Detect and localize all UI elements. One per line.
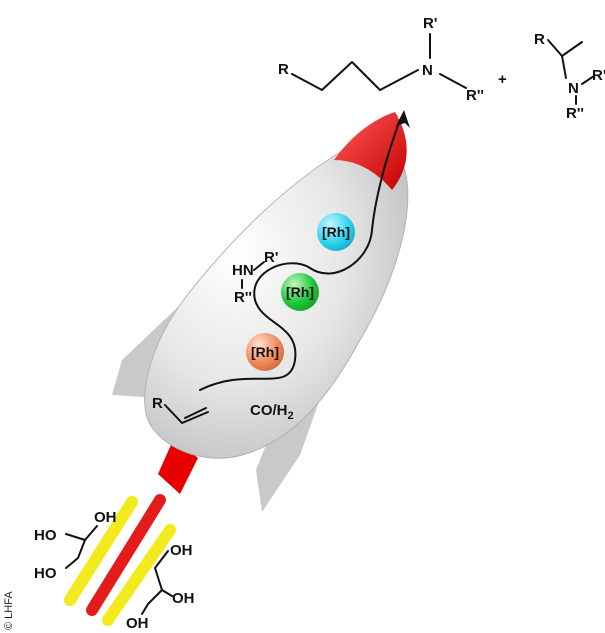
glycerol-left-oh-top: OH bbox=[94, 509, 117, 526]
glycerol-right-oh-top: OH bbox=[170, 542, 193, 559]
plus-sign: + bbox=[498, 71, 507, 88]
product-linear: R N R' R'' bbox=[278, 15, 484, 104]
product-branched-r-double-prime: R'' bbox=[566, 105, 584, 122]
rocket-nose bbox=[334, 112, 407, 190]
amine-hn: HN bbox=[232, 262, 254, 279]
amine-r-double-prime: R'' bbox=[234, 289, 252, 306]
reaction-arrow-path bbox=[199, 119, 401, 391]
flame-yellow-left bbox=[64, 496, 138, 606]
amine-reagent: HN R' R'' bbox=[232, 249, 278, 306]
catalyst-cyan: [Rh] bbox=[317, 213, 355, 251]
catalyst-label: [Rh] bbox=[251, 344, 279, 360]
alkene-r: R bbox=[152, 395, 163, 412]
glycerol-left-ho-mid: HO bbox=[34, 527, 57, 544]
glycerol-left: OH HO HO bbox=[34, 509, 117, 582]
product-linear-r-double-prime: R'' bbox=[466, 87, 484, 104]
catalyst-orange: [Rh] bbox=[246, 333, 284, 371]
catalyst-label: [Rh] bbox=[286, 284, 314, 300]
product-branched: R N R' R'' bbox=[534, 31, 605, 122]
amine-r-prime: R' bbox=[264, 249, 278, 266]
product-branched-r: R bbox=[534, 31, 545, 48]
copyright-label: © LHFA bbox=[3, 591, 15, 630]
arrow-head bbox=[396, 110, 410, 128]
product-branched-n: N bbox=[568, 80, 579, 97]
reaction-path bbox=[199, 110, 410, 391]
product-linear-r: R bbox=[278, 61, 289, 78]
catalyst-label: [Rh] bbox=[322, 224, 350, 240]
product-linear-n: N bbox=[422, 62, 433, 79]
alkene-substrate: R bbox=[152, 395, 209, 424]
flame-red bbox=[86, 494, 166, 616]
syngas-label: CO/H2 bbox=[250, 402, 294, 422]
flame-yellow-right bbox=[102, 524, 176, 626]
rocket-fin-right bbox=[256, 385, 325, 512]
rocket bbox=[112, 112, 409, 512]
glycerol-right-oh-mid: OH bbox=[172, 590, 195, 607]
glycerol-right-oh-bottom: OH bbox=[126, 615, 149, 632]
product-branched-r-prime: R' bbox=[592, 67, 605, 84]
glycerol-left-ho-bottom: HO bbox=[34, 565, 57, 582]
exhaust bbox=[64, 494, 176, 626]
catalyst-green: [Rh] bbox=[281, 273, 319, 311]
glycerol-right: OH OH OH bbox=[126, 542, 195, 632]
product-linear-r-prime: R' bbox=[423, 15, 437, 32]
